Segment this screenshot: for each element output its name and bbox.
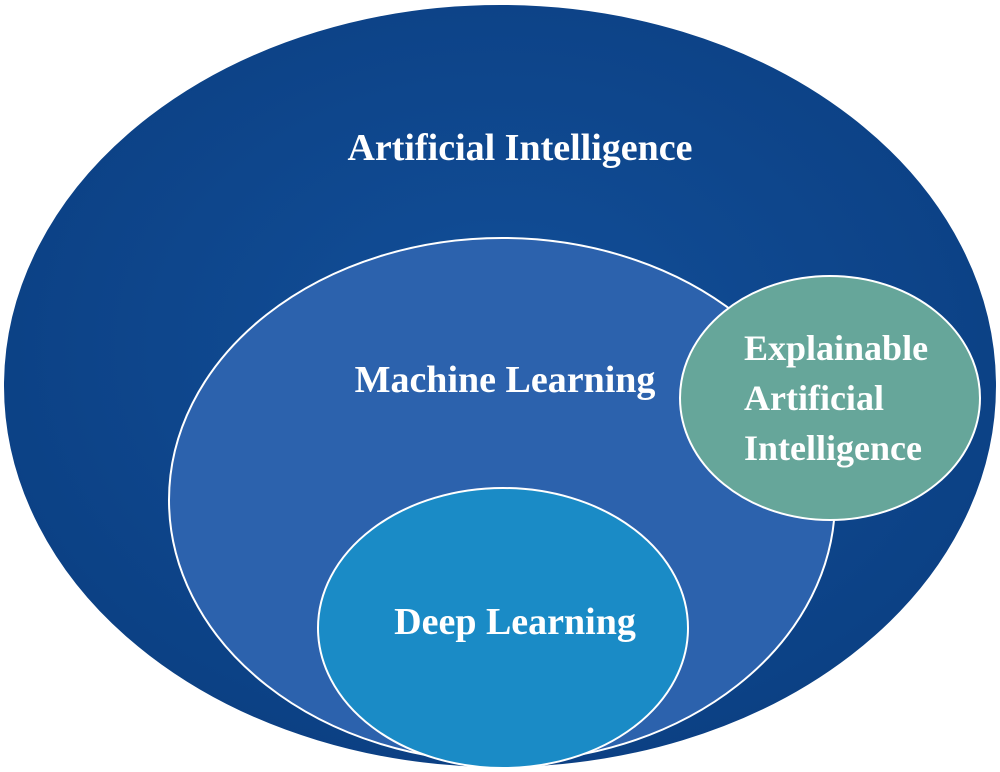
explainable-ai-line-2: Artificial <box>744 378 884 418</box>
explainable-ai-label: Explainable Artificial Intelligence <box>744 328 937 468</box>
machine-learning-label: Machine Learning <box>355 359 656 401</box>
deep-learning-label: Deep Learning <box>394 601 636 643</box>
deep-learning-ellipse <box>317 487 689 769</box>
explainable-ai-line-3: Intelligence <box>744 428 922 468</box>
explainable-ai-line-1: Explainable <box>744 328 928 368</box>
artificial-intelligence-label: Artificial Intelligence <box>347 127 692 169</box>
explainable-ai-ellipse <box>679 275 981 521</box>
